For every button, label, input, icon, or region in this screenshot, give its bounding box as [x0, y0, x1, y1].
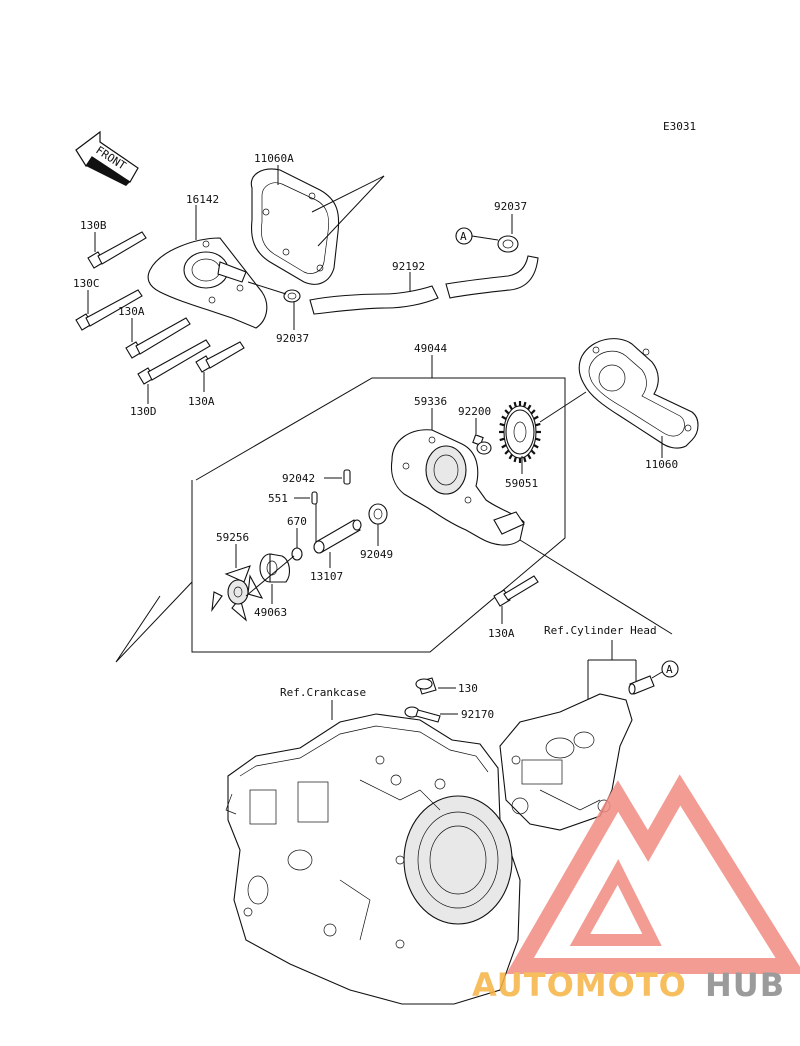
bolt-130a-upper [125, 317, 191, 359]
part-551-label: 551 [268, 492, 288, 505]
pump-cover-16142 [147, 237, 268, 329]
callout-a-circle-2 [661, 660, 679, 678]
part-49063-label: 49063 [254, 606, 287, 619]
part-130a-label-2: 130A [188, 395, 215, 408]
crankcase-block [225, 713, 521, 1005]
bolt-130 [415, 677, 437, 695]
part-130d-label: 130D [130, 405, 157, 418]
seal-92049 [368, 503, 388, 525]
part-92037-label-upper: 92037 [494, 200, 527, 213]
clamp-92037-lower [283, 289, 301, 303]
gear-59051 [499, 401, 541, 463]
oring-670 [291, 547, 303, 561]
automotohub-watermark-logo: AUTOMOTO HUB [472, 774, 800, 1004]
part-59336-label: 59336 [414, 395, 447, 408]
part-130c-label: 130C [73, 277, 100, 290]
watermark-text-automoto: AUTOMOTO [472, 966, 687, 1004]
washer-92170 [404, 706, 441, 723]
part-92037-label-lower: 92037 [276, 332, 309, 345]
hose-92192 [309, 255, 539, 315]
part-49044-label: 49044 [414, 342, 447, 355]
ref-cylinder-head-label: Ref.Cylinder Head [544, 624, 657, 637]
part-130a-label-1: 130A [118, 305, 145, 318]
watermark-text-hub: HUB [705, 966, 785, 1004]
callout-a-label-2: A [666, 663, 673, 676]
impeller-59256 [211, 565, 264, 622]
ref-crankcase-label: Ref.Crankcase [280, 686, 366, 699]
diagram-code: E3031 [663, 120, 696, 133]
part-92170-label: 92170 [461, 708, 494, 721]
bolt-130d [137, 339, 211, 385]
part-13107-label: 13107 [310, 570, 343, 583]
part-92200-label: 92200 [458, 405, 491, 418]
part-11060a-label: 11060A [254, 152, 294, 165]
cylinder-head-fitting [628, 675, 655, 695]
bolt-130b [87, 231, 147, 269]
part-130a-label-3: 130A [488, 627, 515, 640]
part-59256-label: 59256 [216, 531, 249, 544]
bolt-130c [75, 289, 143, 331]
part-92042-label: 92042 [282, 472, 315, 485]
part-130b-label: 130B [80, 219, 107, 232]
shaft-13107 [313, 519, 362, 554]
washer-92200 [472, 434, 492, 455]
mech-seal-49063 [259, 553, 291, 583]
pin-92042 [343, 469, 351, 485]
pin-551 [311, 491, 318, 505]
part-92049-label: 92049 [360, 548, 393, 561]
gasket-11060 [578, 338, 699, 449]
bolt-130a-lower [195, 341, 245, 373]
part-92192-label: 92192 [392, 260, 425, 273]
part-59051-label: 59051 [505, 477, 538, 490]
pump-housing-59336 [390, 429, 525, 546]
callout-a-label-1: A [460, 230, 467, 243]
part-11060-label: 11060 [645, 458, 678, 471]
front-arrow-icon: FRONT [75, 130, 139, 186]
clamp-92037-upper [497, 235, 519, 253]
gasket-11060a [250, 168, 340, 285]
bolt-130a-pump [493, 575, 539, 607]
part-16142-label: 16142 [186, 193, 219, 206]
part-130-label: 130 [458, 682, 478, 695]
part-670-label: 670 [287, 515, 307, 528]
